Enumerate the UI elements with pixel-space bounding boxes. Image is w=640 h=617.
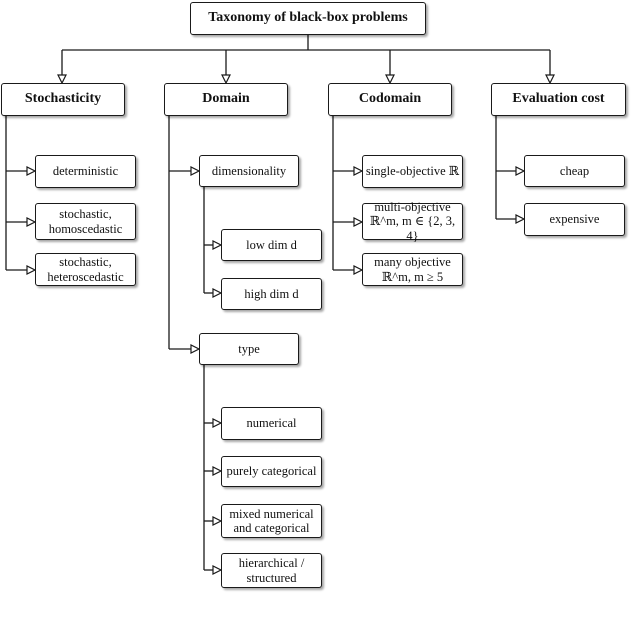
- subnode-type: type: [199, 333, 299, 365]
- leaf-numerical: numerical: [221, 407, 322, 440]
- arrowhead: [212, 288, 223, 298]
- branch-codomain: Codomain: [328, 83, 452, 116]
- leaf-high-dim-label: high dim d: [244, 286, 299, 301]
- leaf-stochastic-heteroscedastic: stochastic, heteroscedastic: [35, 253, 136, 286]
- root-label: Taxonomy of black-box problems: [208, 10, 408, 26]
- root-node: Taxonomy of black-box problems: [190, 2, 426, 35]
- branch-codomain-label: Codomain: [358, 91, 422, 107]
- branch-evaluation-cost-label: Evaluation cost: [512, 91, 605, 107]
- leaf-mixed-numerical-categorical: mixed numerical and categorical: [221, 504, 322, 538]
- leaf-single-objective-label: single-objective ℝ: [365, 164, 460, 179]
- branch-stochasticity-label: Stochasticity: [24, 91, 102, 107]
- arrowhead: [26, 217, 37, 227]
- leaf-multi-objective-label: multi-objective ℝ^m, m ∈ {2, 3, 4}: [369, 199, 456, 243]
- arrowhead: [545, 74, 555, 85]
- subnode-dimensionality: dimensionality: [199, 155, 299, 187]
- leaf-purely-categorical-label: purely categorical: [226, 464, 317, 479]
- arrowhead: [212, 466, 223, 476]
- arrowhead: [515, 166, 526, 176]
- leaf-stochastic-homoscedastic: stochastic, homoscedastic: [35, 203, 136, 240]
- arrowhead: [353, 265, 364, 275]
- subnode-dimensionality-label: dimensionality: [211, 163, 287, 178]
- arrowhead: [515, 214, 526, 224]
- leaf-many-objective: many objective ℝ^m, m ≥ 5: [362, 253, 463, 286]
- leaf-purely-categorical: purely categorical: [221, 456, 322, 487]
- arrowhead: [385, 74, 395, 85]
- leaf-single-objective: single-objective ℝ: [362, 155, 463, 188]
- leaf-deterministic: deterministic: [35, 155, 136, 188]
- subnode-type-label: type: [238, 341, 260, 356]
- arrowhead: [57, 74, 67, 85]
- branch-stochasticity: Stochasticity: [1, 83, 125, 116]
- arrowhead: [221, 74, 231, 85]
- leaf-expensive-label: expensive: [549, 212, 600, 227]
- branch-domain: Domain: [164, 83, 288, 116]
- leaf-hierarchical-structured: hierarchical / structured: [221, 553, 322, 588]
- leaf-low-dim: low dim d: [221, 229, 322, 261]
- arrowhead: [26, 265, 37, 275]
- branch-evaluation-cost: Evaluation cost: [491, 83, 626, 116]
- leaf-cheap-label: cheap: [559, 163, 590, 178]
- leaf-hierarchical-label: hierarchical / structured: [238, 556, 305, 585]
- arrowhead: [212, 418, 223, 428]
- branch-domain-label: Domain: [202, 91, 250, 107]
- arrowhead: [212, 565, 223, 575]
- leaf-high-dim: high dim d: [221, 278, 322, 310]
- arrowhead: [353, 166, 364, 176]
- leaf-deterministic-label: deterministic: [52, 164, 119, 179]
- leaf-multi-objective: multi-objective ℝ^m, m ∈ {2, 3, 4}: [362, 199, 463, 243]
- arrowhead: [212, 240, 223, 250]
- leaf-expensive: expensive: [524, 203, 625, 236]
- arrowhead: [190, 344, 201, 354]
- leaf-numerical-label: numerical: [246, 416, 297, 431]
- leaf-many-objective-label: many objective ℝ^m, m ≥ 5: [374, 255, 451, 284]
- arrowhead: [190, 166, 201, 176]
- arrowhead: [353, 217, 364, 227]
- arrowhead: [212, 516, 223, 526]
- leaf-stochastic-heteroscedastic-label: stochastic, heteroscedastic: [47, 255, 124, 284]
- arrowhead: [26, 166, 37, 176]
- leaf-cheap: cheap: [524, 155, 625, 187]
- leaf-mixed-label: mixed numerical and categorical: [229, 506, 314, 535]
- leaf-low-dim-label: low dim d: [246, 237, 297, 252]
- leaf-stochastic-homoscedastic-label: stochastic, homoscedastic: [48, 207, 123, 236]
